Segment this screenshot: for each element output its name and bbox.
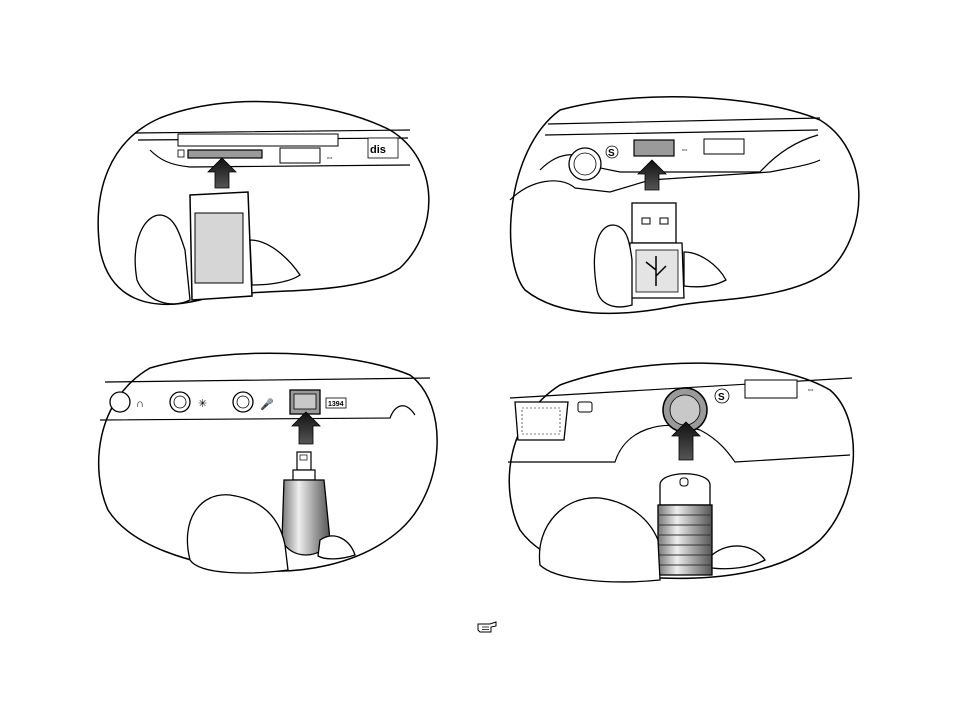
usb-plug-hole bbox=[660, 218, 668, 224]
s-label: S bbox=[608, 148, 615, 159]
hand-pointer-icon bbox=[476, 620, 498, 639]
line-in-icon: ✳ bbox=[198, 398, 207, 410]
card-logo-text: dis bbox=[370, 144, 386, 156]
usb-symbol-icon: ⇔ bbox=[680, 144, 689, 154]
firewire-plug-collar bbox=[293, 470, 315, 480]
usb-symbol-icon: ⇔ bbox=[806, 384, 815, 394]
card-slot-cover bbox=[178, 134, 338, 146]
headphone-jack bbox=[110, 392, 130, 412]
firewire-label: 1394 bbox=[328, 401, 344, 408]
headphone-icon: ∩ bbox=[136, 398, 144, 410]
svideo-panel: S ⇔ bbox=[508, 363, 853, 582]
mic-icon: 🎤 bbox=[260, 397, 274, 411]
svideo-plug-key bbox=[680, 478, 688, 486]
hand-pointer-icon-glyph bbox=[476, 620, 498, 634]
usb-plug-hole bbox=[642, 218, 650, 224]
svideo-port-inner bbox=[670, 395, 700, 425]
usb-port bbox=[745, 380, 797, 398]
left-hand bbox=[594, 225, 632, 307]
s-label: S bbox=[718, 392, 725, 403]
usb-panel: S ⇔ bbox=[510, 97, 859, 314]
memory-card-label bbox=[195, 213, 243, 283]
firewire-panel: ∩ ✳ 🎤 1394 bbox=[99, 353, 437, 573]
usb-port-active bbox=[634, 140, 674, 156]
firewire-port-inner bbox=[294, 394, 316, 409]
monitor-icon bbox=[578, 402, 592, 412]
line-in-jack bbox=[170, 392, 190, 412]
usb-port bbox=[280, 148, 320, 163]
usb-stick-label bbox=[636, 250, 678, 292]
firewire-plug-hole bbox=[300, 455, 307, 460]
card-slot bbox=[188, 150, 262, 158]
usb-port bbox=[704, 139, 744, 154]
usb-symbol-icon: ⇔ bbox=[325, 152, 334, 162]
usb-plug-metal bbox=[632, 203, 676, 243]
card-reader-panel: ⇔ dis bbox=[98, 101, 429, 304]
mic-jack bbox=[233, 392, 253, 412]
